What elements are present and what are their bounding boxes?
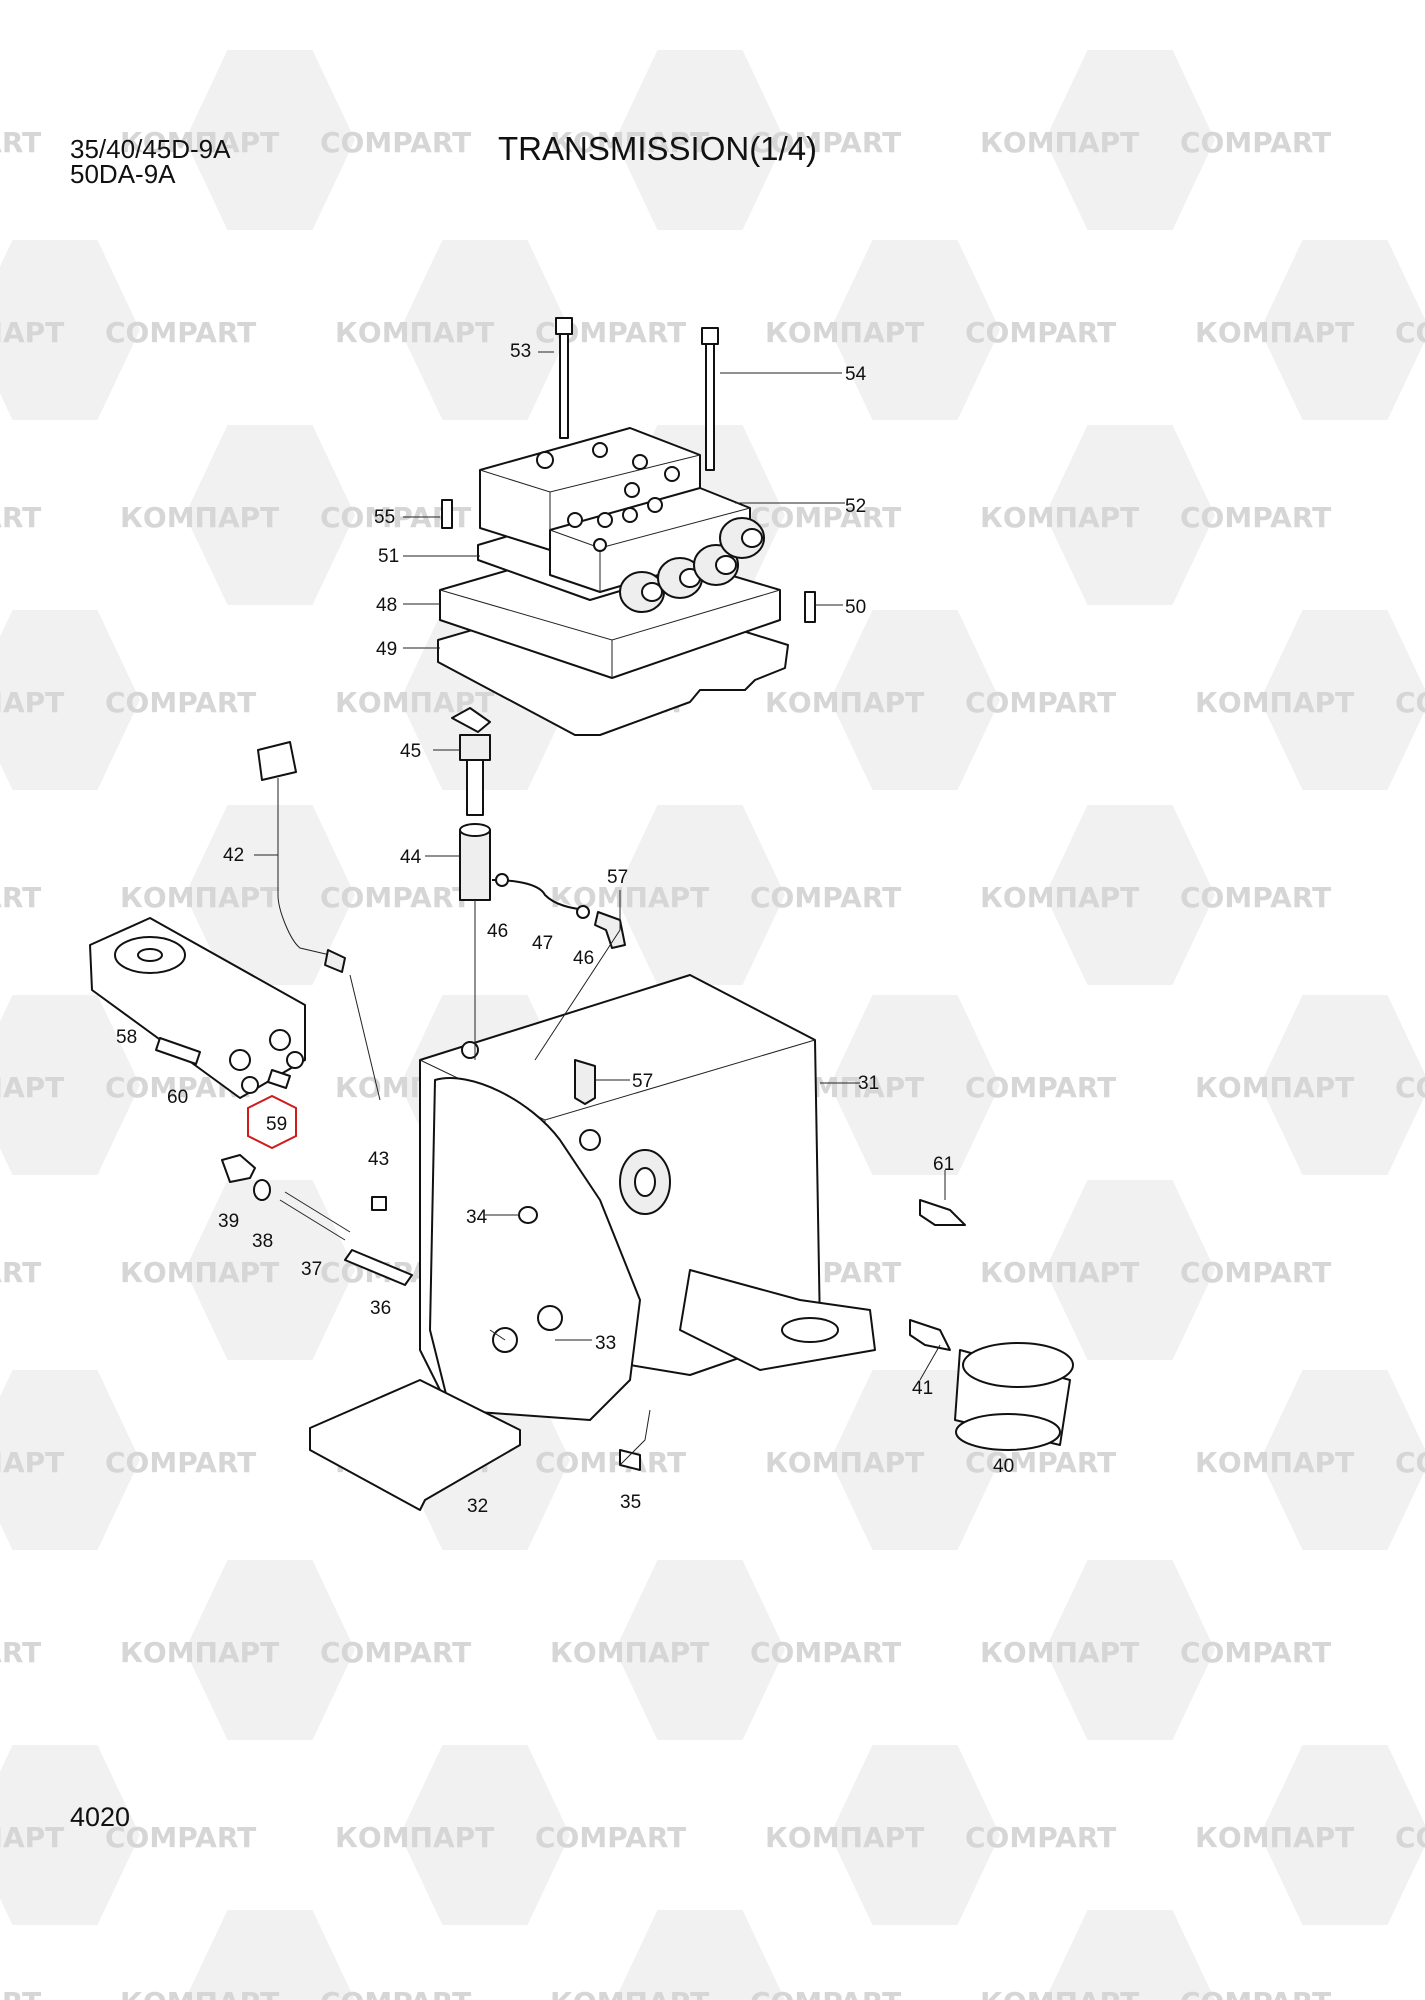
model-code-line1: 35/40/45D-9A xyxy=(70,134,231,164)
callout-61: 61 xyxy=(933,1154,954,1175)
bracket xyxy=(89,917,306,1099)
callout-37: 37 xyxy=(301,1259,322,1280)
callout-50: 50 xyxy=(845,597,866,618)
callout-47: 47 xyxy=(532,933,553,954)
control-valve-assembly xyxy=(437,317,816,736)
callout-54: 54 xyxy=(845,364,867,385)
callout-58: 58 xyxy=(116,1027,137,1048)
callout-57a: 57 xyxy=(607,867,628,888)
wire-harness xyxy=(257,741,346,973)
callout-43: 43 xyxy=(368,1149,389,1170)
page-number: 4020 xyxy=(70,1802,131,1832)
callout-46b: 46 xyxy=(573,948,594,969)
callout-45: 45 xyxy=(400,741,421,762)
callout-55: 55 xyxy=(374,507,395,528)
small-parts xyxy=(221,1154,966,1471)
callout-35: 35 xyxy=(620,1492,641,1513)
callout-59: 59 xyxy=(266,1114,287,1135)
callout-53: 53 xyxy=(510,341,531,362)
callout-32: 32 xyxy=(467,1496,488,1517)
highlight-hexagon xyxy=(247,1094,297,1150)
callout-51: 51 xyxy=(378,546,399,567)
callout-41: 41 xyxy=(912,1378,933,1399)
callout-42: 42 xyxy=(223,845,244,866)
callout-48: 48 xyxy=(376,595,397,616)
callout-60: 60 xyxy=(167,1087,188,1108)
callout-34: 34 xyxy=(466,1207,488,1228)
transmission-housing xyxy=(419,974,876,1421)
callout-39: 39 xyxy=(218,1211,239,1232)
callout-46a: 46 xyxy=(487,921,508,942)
callout-36: 36 xyxy=(370,1298,391,1319)
callout-31: 31 xyxy=(858,1073,879,1094)
callout-33: 33 xyxy=(595,1333,616,1354)
callout-44: 44 xyxy=(400,847,422,868)
callout-40: 40 xyxy=(993,1456,1014,1477)
callout-49: 49 xyxy=(376,639,397,660)
model-code-line2: 50DA-9A xyxy=(70,159,176,189)
callout-57b: 57 xyxy=(632,1071,653,1092)
callout-38: 38 xyxy=(252,1231,273,1252)
sensor-and-fittings xyxy=(451,707,626,949)
cover-plate xyxy=(309,1379,521,1511)
oil-filter xyxy=(954,1342,1074,1451)
callout-labels: 53 54 52 55 51 48 50 49 45 42 44 57 46 4… xyxy=(116,341,1014,1517)
leader-lines xyxy=(254,351,946,1466)
page-title: TRANSMISSION(1/4) xyxy=(498,130,818,167)
callout-52: 52 xyxy=(845,496,866,517)
